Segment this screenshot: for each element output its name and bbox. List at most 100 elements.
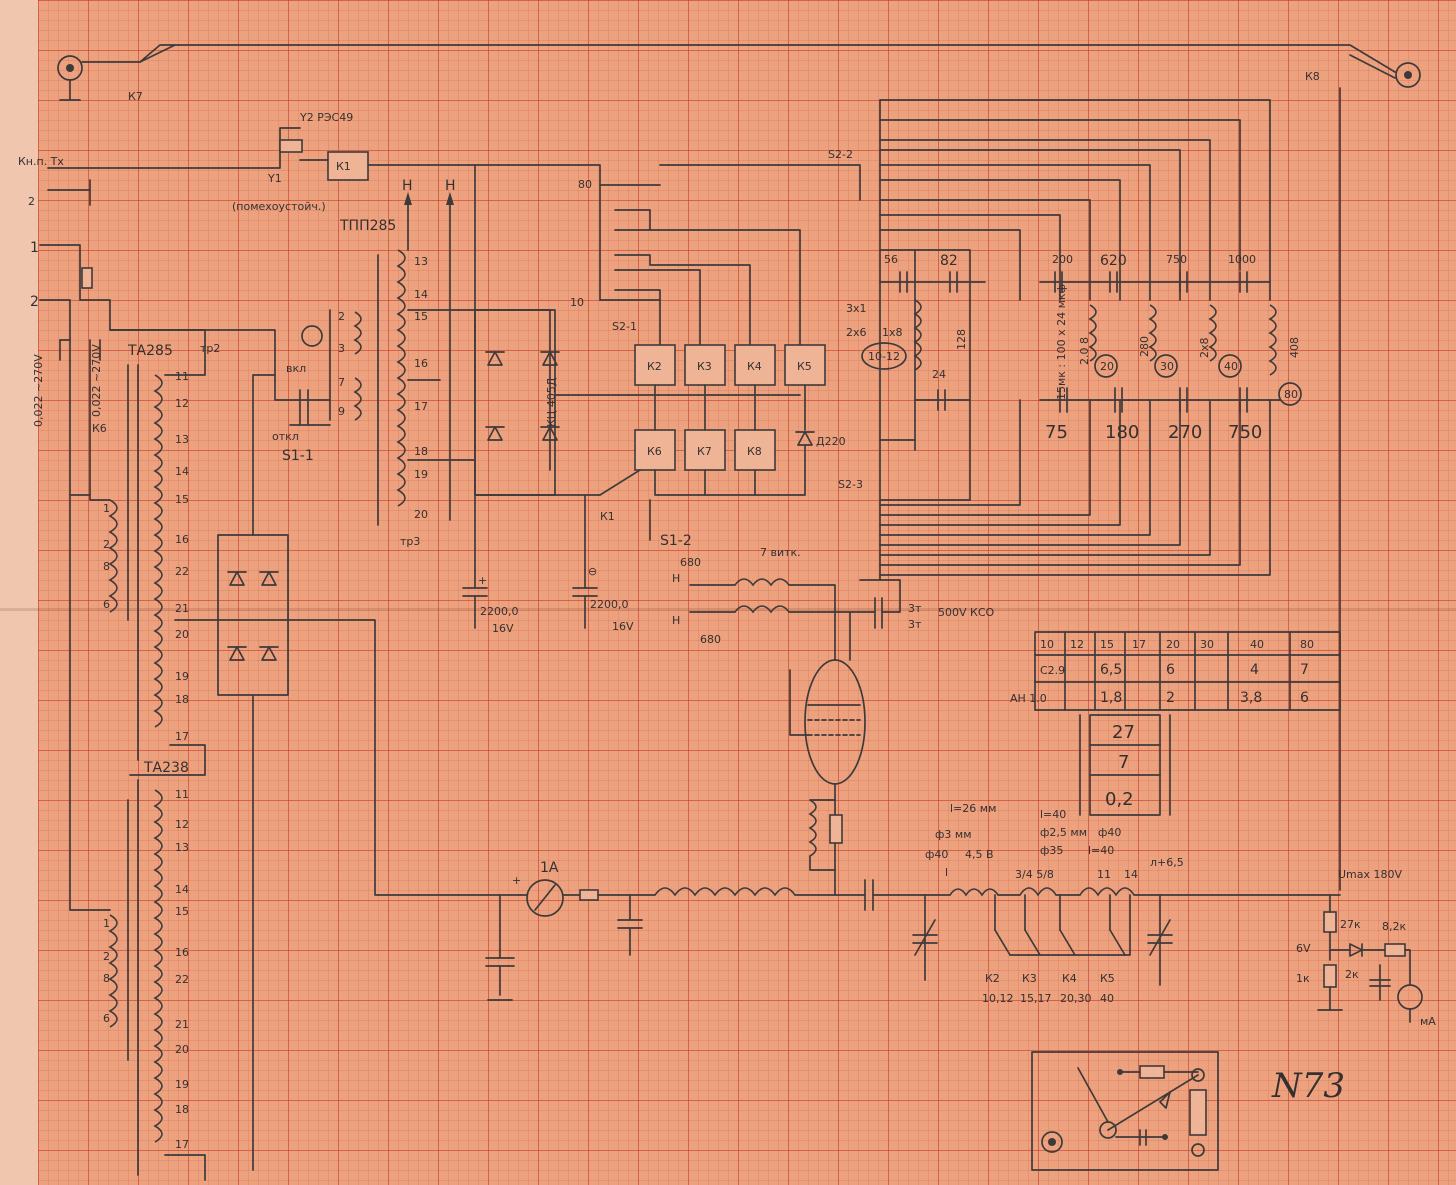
output-band: 15,17 [1020, 992, 1052, 1005]
transformer-ta285-note: тр2 [200, 342, 220, 355]
pin: 15 [414, 310, 428, 323]
pin: 17 [175, 730, 189, 743]
table-cell: 6 [1300, 690, 1309, 706]
switch-s2-2: S2-2 [828, 148, 853, 161]
switch-s1-2: S1-2 [660, 533, 692, 549]
table-header: 15 [1100, 638, 1114, 651]
output-relay: К4 [1062, 972, 1077, 985]
psu-cap-polarity: + [478, 574, 487, 587]
output-note: l=40 [1088, 844, 1114, 857]
cap-label: 75 [1045, 422, 1068, 443]
sheet-number: N73 [1271, 1066, 1345, 1106]
output-note: 14 [1124, 868, 1138, 881]
pin: 6 [103, 598, 110, 611]
mini-table [1079, 714, 1171, 816]
pin: 16 [414, 357, 428, 370]
table-header: 10 [1040, 638, 1054, 651]
switch-on-label: вкл [286, 362, 306, 375]
output-note: л+6,5 [1150, 856, 1184, 869]
psu-note: 500V КСО [938, 606, 995, 619]
vacuum-tube [789, 659, 866, 896]
table-cell: 6 [1166, 662, 1175, 678]
pin: 15 [175, 905, 189, 918]
psu-cap-value: 2200,0 [480, 605, 519, 618]
relay-k6-contact: К6 [92, 422, 107, 435]
table-header: 40 [1250, 638, 1264, 651]
psu-note: 680 [680, 556, 701, 569]
pin: 19 [414, 468, 428, 481]
mini-table-cell: 7 [1118, 752, 1129, 773]
ammeter-label: 1А [540, 860, 559, 876]
transformer-tpp285-label: ТПП285 [339, 218, 396, 234]
rectifier-bridge-left [217, 519, 289, 1171]
pin: 13 [414, 255, 428, 268]
pin: 1 [103, 917, 110, 930]
coupling-cap-1: 0,022 ~270V [32, 354, 45, 427]
filter-note: 15мк : 100 х 24 мкф [1055, 284, 1068, 400]
output-note: l=26 мм [950, 802, 996, 815]
relay-k1-contact: К1 [600, 510, 615, 523]
transformer-tpp285 [377, 192, 454, 526]
psu-note: Н [672, 614, 680, 627]
filament-choke [689, 578, 901, 661]
filter-note: 2х6 [846, 326, 867, 339]
filter-capacitors-top [879, 271, 1271, 293]
transformer-ta238 [108, 779, 163, 1176]
psu-cap-polarity: ⊖ [588, 565, 597, 578]
relay-label: К5 [797, 360, 812, 373]
filter-switch-bus [879, 99, 1271, 581]
relay-k7-contact: К7 [128, 90, 143, 103]
table-row-label: С2.9 [1040, 664, 1065, 677]
output-note: ф35 [1040, 844, 1063, 857]
plate-choke [808, 799, 843, 871]
table-row-label: АН 1.0 [1010, 692, 1047, 705]
meter-label: мА [1420, 1015, 1436, 1028]
output-pi-network [872, 887, 1341, 986]
cap-label: 750 [1166, 253, 1187, 266]
pin: 2 [103, 950, 110, 963]
ammeter [519, 879, 656, 917]
relay-k3 [684, 344, 726, 386]
table-cell: 4 [1250, 662, 1259, 678]
output-h1: Н [402, 178, 413, 194]
pin: 18 [175, 693, 189, 706]
output-note: 3/4 5/8 [1015, 868, 1054, 881]
filter-capacitors-bottom [914, 387, 1281, 413]
pin: 14 [175, 465, 189, 478]
cap-label: 56 [884, 253, 898, 266]
meter-label: 27к [1340, 918, 1361, 931]
table-header: 30 [1200, 638, 1214, 651]
pin: 8 [103, 560, 110, 573]
band-position-80: 80 [578, 178, 592, 191]
filter-note: 2.0 8 [1078, 337, 1091, 365]
input-label-tx: Кн.п. Tx [18, 155, 64, 168]
transformer-ta285-label: ТА285 [127, 343, 173, 359]
relay-y2-label: Y2 РЭС49 [299, 111, 353, 124]
transformer-ta285 [108, 364, 163, 761]
cap-label: 180 [1105, 422, 1139, 443]
antenna-bypass-line [81, 44, 1396, 73]
pin: 17 [175, 1138, 189, 1151]
table-cell: 3,8 [1240, 690, 1262, 706]
band-table [1034, 631, 1341, 711]
pin: 12 [175, 818, 189, 831]
pin: 7 [338, 376, 345, 389]
switch-s1-1: S1-1 [282, 448, 314, 464]
coupling-cap-2: 0,022 ~270V [90, 344, 103, 417]
output-relay: К2 [985, 972, 1000, 985]
input-label-2a: 2 [28, 195, 35, 208]
table-header: 80 [1300, 638, 1314, 651]
input-label-2b: 2 [30, 294, 39, 310]
relay-label: К6 [647, 445, 662, 458]
output-band: 20,30 [1060, 992, 1092, 1005]
band-marker: 80 [1284, 388, 1298, 401]
switch-s2-3: S2-3 [838, 478, 863, 491]
pin: 19 [175, 1078, 189, 1091]
antenna-output-connector [1395, 62, 1421, 88]
filter-note: 128 [955, 329, 968, 350]
relay-label: К3 [697, 360, 712, 373]
relay-k5 [784, 344, 826, 386]
psu-note: 3т [908, 602, 922, 615]
table-header: 12 [1070, 638, 1084, 651]
pin: 18 [175, 1103, 189, 1116]
